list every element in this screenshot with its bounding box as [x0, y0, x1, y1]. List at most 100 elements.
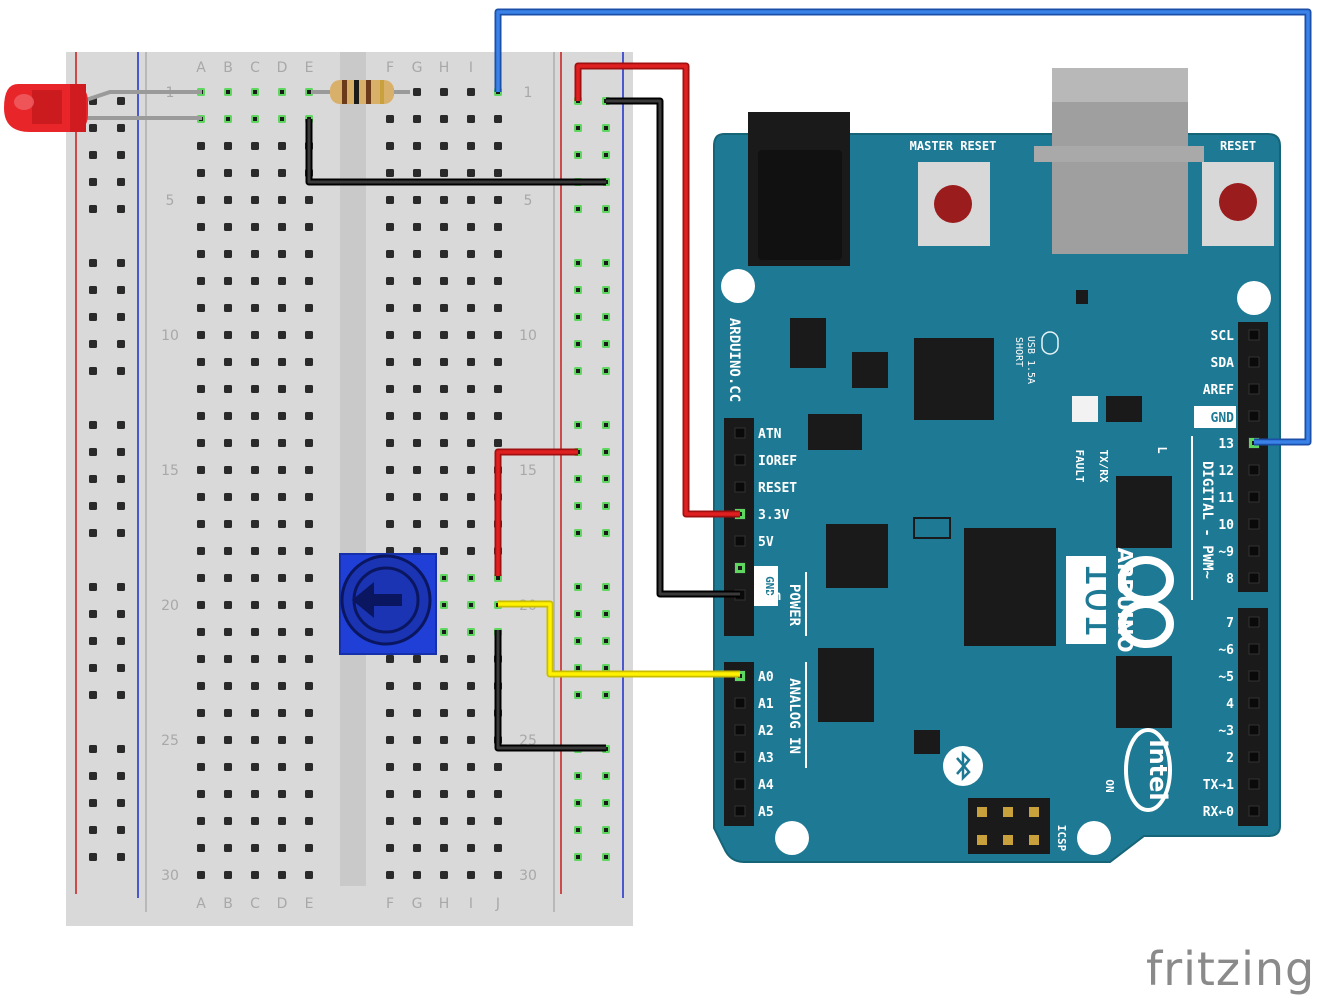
rail-hole	[89, 313, 97, 321]
breadboard-hole	[224, 601, 232, 609]
breadboard-hole	[197, 655, 205, 663]
rail-hole	[117, 151, 125, 159]
chip	[1116, 656, 1172, 728]
chip	[790, 318, 826, 368]
breadboard-hole	[251, 763, 259, 771]
mount-hole	[1077, 821, 1111, 855]
rail-hole	[89, 610, 97, 618]
hole-center	[576, 774, 580, 778]
breadboard-hole	[305, 844, 313, 852]
breadboard-hole	[467, 871, 475, 879]
breadboard-hole	[386, 736, 394, 744]
breadboard-hole	[467, 736, 475, 744]
breadboard-hole	[278, 223, 286, 231]
breadboard-hole	[197, 331, 205, 339]
resistor	[312, 80, 410, 104]
hole-center	[604, 612, 608, 616]
breadboard-hole	[440, 250, 448, 258]
breadboard-hole	[386, 655, 394, 663]
gnd-label-box	[1194, 406, 1236, 428]
breadboard-hole	[224, 790, 232, 798]
master-reset-button[interactable]	[934, 185, 972, 223]
analog-pin-label: A5	[758, 805, 774, 820]
breadboard-hole	[305, 601, 313, 609]
breadboard-hole	[197, 574, 205, 582]
breadboard-hole	[251, 817, 259, 825]
breadboard-hole	[440, 655, 448, 663]
breadboard-hole	[440, 88, 448, 96]
analog-pin-label: A1	[758, 697, 774, 712]
breadboard-hole	[224, 655, 232, 663]
column-label: I	[469, 896, 473, 912]
breadboard-hole	[467, 304, 475, 312]
hole-center	[469, 630, 473, 634]
breadboard-hole	[197, 844, 205, 852]
hole-center	[253, 117, 257, 121]
analog-header-title: ANALOG IN	[786, 678, 802, 754]
breadboard-hole	[467, 196, 475, 204]
breadboard-hole	[494, 763, 502, 771]
breadboard-hole	[224, 520, 232, 528]
row-number: 10	[161, 328, 179, 344]
header-pin	[1248, 751, 1260, 763]
breadboard-hole	[467, 250, 475, 258]
hole-center	[576, 477, 580, 481]
breadboard-hole	[467, 655, 475, 663]
hole-center	[226, 117, 230, 121]
hole-center	[604, 585, 608, 589]
rail-hole	[117, 772, 125, 780]
digital-pin-label: 8	[1226, 572, 1234, 587]
potentiometer[interactable]	[339, 553, 437, 655]
rail-hole	[117, 826, 125, 834]
breadboard-hole	[386, 709, 394, 717]
chip	[826, 524, 888, 588]
breadboard-hole	[197, 547, 205, 555]
breadboard-hole	[413, 790, 421, 798]
led-tx-rx	[1072, 396, 1098, 422]
breadboard-hole	[197, 304, 205, 312]
breadboard-hole	[386, 790, 394, 798]
rail-hole	[89, 664, 97, 672]
breadboard-hole	[251, 682, 259, 690]
breadboard-hole	[494, 439, 502, 447]
hole-center	[496, 576, 500, 580]
rail-hole	[117, 367, 125, 375]
hole-center	[576, 693, 580, 697]
breadboard-hole	[278, 196, 286, 204]
breadboard-hole	[305, 547, 313, 555]
breadboard-hole	[494, 115, 502, 123]
breadboard-hole	[440, 493, 448, 501]
column-label: C	[250, 60, 260, 76]
breadboard-hole	[197, 169, 205, 177]
icsp-pin	[977, 835, 987, 845]
breadboard-hole	[278, 763, 286, 771]
breadboard-hole	[278, 655, 286, 663]
breadboard-hole	[224, 736, 232, 744]
breadboard-hole	[440, 844, 448, 852]
breadboard-hole	[224, 277, 232, 285]
row-number: 5	[524, 193, 533, 209]
hole-center	[307, 90, 311, 94]
usb-label: SHORT	[1013, 337, 1024, 367]
rail-hole	[117, 259, 125, 267]
power-pin-label: ATN	[758, 427, 782, 442]
breadboard-hole	[278, 439, 286, 447]
hole-center	[442, 576, 446, 580]
breadboard-hole	[494, 169, 502, 177]
hole-center	[604, 639, 608, 643]
breadboard-hole	[251, 250, 259, 258]
breadboard-hole	[278, 601, 286, 609]
digital-header-title: DIGITAL - PWM~	[1199, 461, 1215, 579]
breadboard-hole	[467, 844, 475, 852]
hole-center	[738, 566, 742, 570]
rail-hole	[117, 178, 125, 186]
breadboard-hole	[305, 628, 313, 636]
reset-button[interactable]	[1219, 183, 1257, 221]
mount-hole	[1237, 281, 1271, 315]
breadboard-hole	[386, 763, 394, 771]
hole-center	[576, 531, 580, 535]
analog-pin-label: A2	[758, 724, 774, 739]
rail-hole	[89, 826, 97, 834]
hole-center	[604, 693, 608, 697]
